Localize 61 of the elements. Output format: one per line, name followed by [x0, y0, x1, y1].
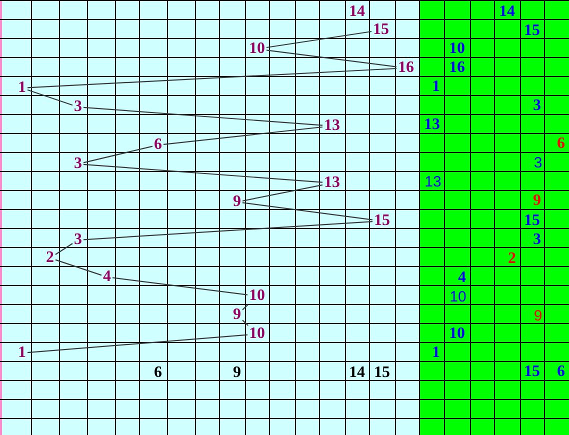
number-label: 6: [557, 136, 565, 152]
number-label: 9: [233, 194, 241, 210]
number-label: 6: [557, 364, 565, 380]
number-label: 3: [534, 156, 542, 170]
number-label: 3: [74, 232, 82, 248]
number-label: 9: [233, 365, 241, 381]
connector-line: [55, 243, 73, 255]
number-label: 15: [374, 365, 390, 381]
connector-line: [242, 320, 248, 326]
number-label: 15: [524, 364, 540, 380]
connector-line: [27, 334, 248, 354]
connector-line: [242, 202, 373, 220]
number-label: 10: [449, 326, 465, 342]
number-label: 13: [424, 117, 440, 133]
number-label: 16: [398, 60, 414, 76]
number-label: 9: [534, 308, 542, 324]
connector-line: [266, 30, 372, 48]
number-label: 4: [103, 269, 111, 285]
connector-line: [266, 50, 397, 68]
connector-line: [55, 259, 102, 276]
number-label: 10: [249, 41, 265, 57]
number-label: 10: [450, 290, 466, 304]
connector-line: [83, 146, 153, 164]
number-label: 10: [449, 41, 465, 57]
connector-line: [242, 184, 323, 202]
number-label: 3: [74, 99, 82, 115]
connector-line: [112, 277, 248, 296]
connector-line: [83, 221, 373, 240]
connector-line: [83, 106, 323, 126]
number-label: 3: [533, 232, 541, 248]
number-label: 10: [249, 288, 265, 304]
number-label: 15: [373, 22, 389, 38]
number-label: 1: [18, 80, 26, 96]
connector-line: [83, 164, 323, 183]
connector-line: [27, 68, 397, 88]
connector-line: [163, 126, 323, 145]
number-label: 1: [432, 345, 440, 361]
number-label: 13: [324, 118, 340, 134]
number-label: 13: [424, 174, 442, 190]
number-label: 3: [74, 156, 82, 172]
number-label: 14: [349, 4, 365, 20]
number-label: 13: [324, 175, 340, 191]
number-label: 15: [524, 213, 540, 229]
number-label: 2: [508, 251, 516, 267]
number-label: 14: [499, 4, 515, 20]
number-label: 6: [154, 137, 162, 153]
number-label: 4: [458, 270, 466, 286]
number-label: 16: [449, 60, 465, 76]
number-label: 14: [349, 365, 365, 381]
number-label: 15: [524, 23, 540, 39]
number-label: 2: [46, 250, 54, 266]
number-label: 1: [18, 345, 26, 361]
number-label: 1: [432, 79, 440, 95]
number-label: 10: [249, 326, 265, 342]
number-label: 6: [154, 365, 162, 381]
number-label: 15: [374, 213, 390, 229]
connector-line: [242, 304, 248, 310]
connector-line: [27, 89, 73, 106]
number-label: 9: [233, 307, 241, 323]
number-label: 9: [533, 193, 541, 209]
number-label: 3: [533, 98, 541, 114]
